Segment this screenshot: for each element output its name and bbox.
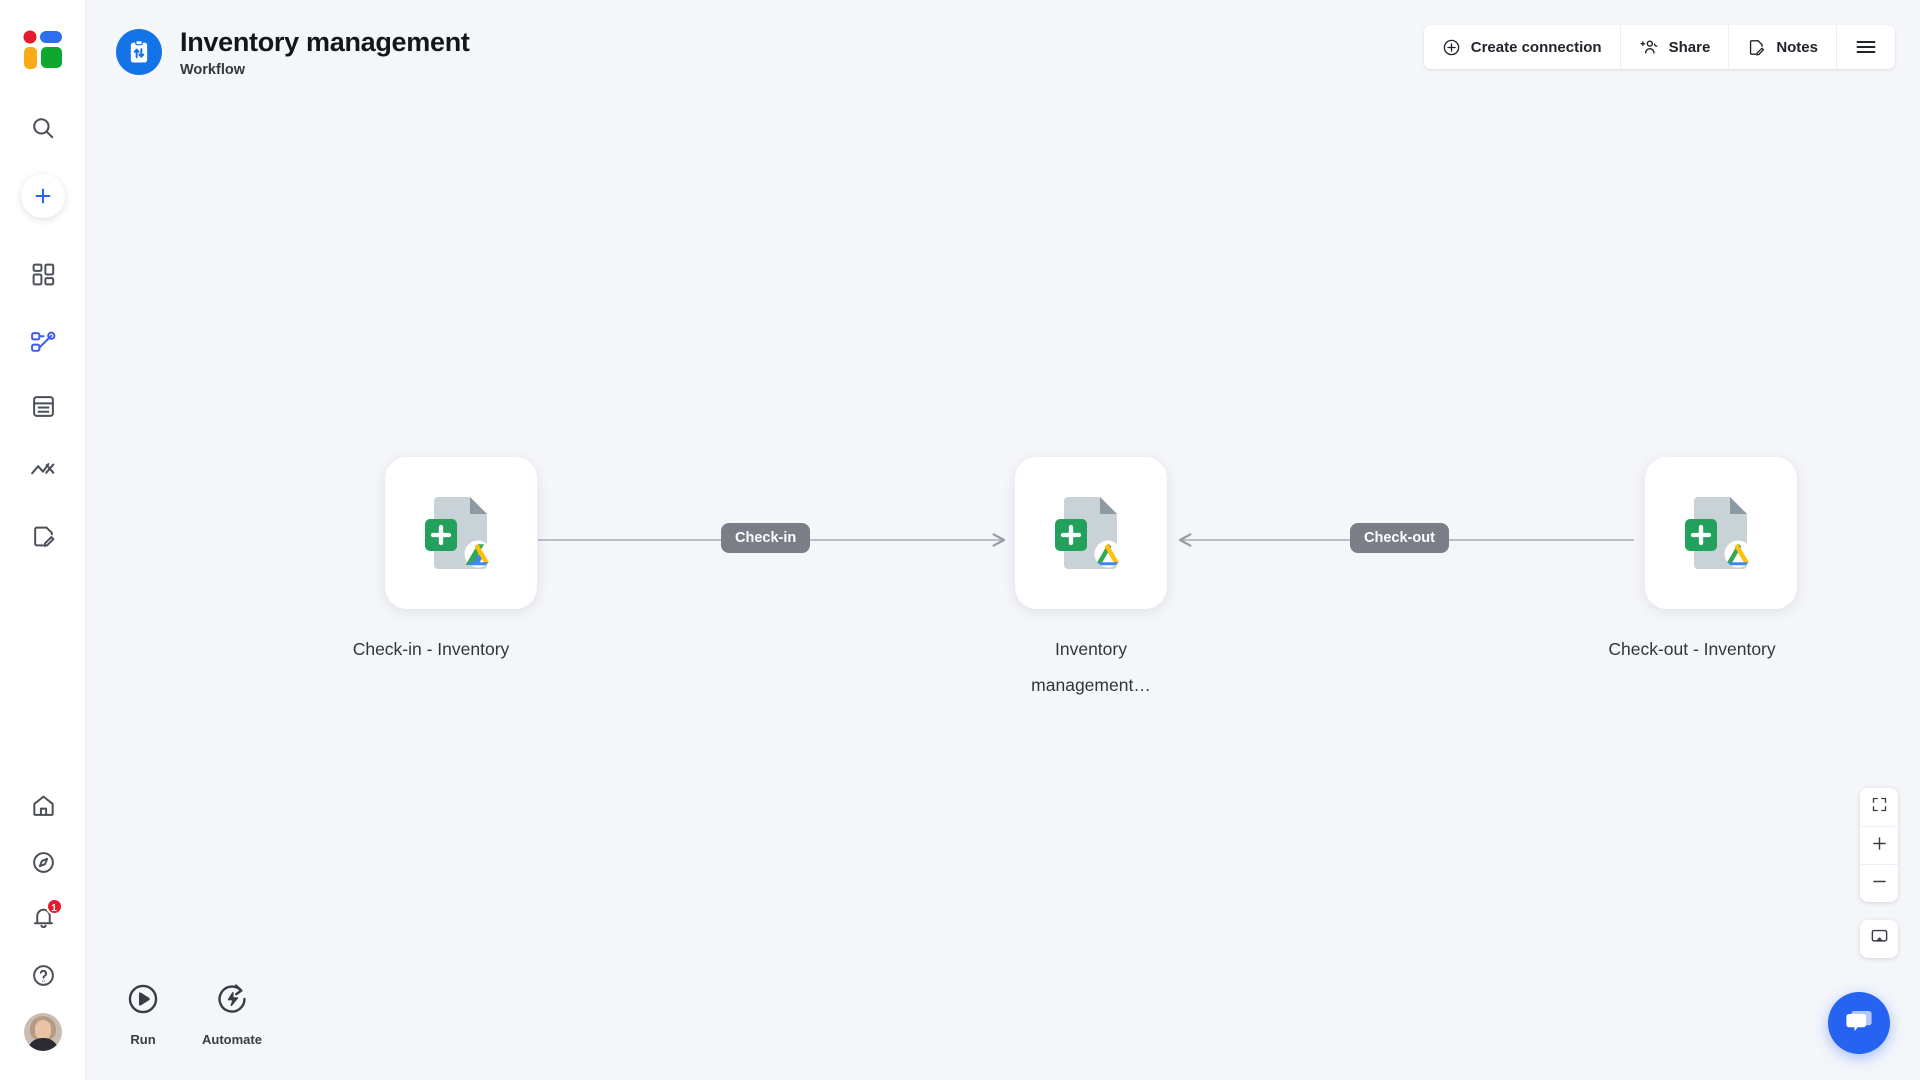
workflow-canvas[interactable]: Inventory management Workflow Create con… — [86, 0, 1920, 1080]
question-circle-icon — [31, 963, 56, 988]
plus-icon — [1871, 835, 1888, 857]
menu-button[interactable] — [1837, 25, 1895, 69]
clipboard-transfer-icon — [116, 29, 162, 75]
automate-label: Automate — [202, 1032, 262, 1047]
sidebar-item-notifications[interactable]: 1 — [0, 895, 86, 939]
sidebar-item-create[interactable] — [0, 174, 86, 218]
minus-icon — [1871, 873, 1888, 895]
canvas-zoom-controls — [1860, 788, 1898, 902]
notes-button[interactable]: Notes — [1729, 25, 1837, 69]
hamburger-menu-icon — [1854, 35, 1878, 59]
form-edit-icon — [31, 524, 56, 549]
google-sheets-drive-icon — [1669, 479, 1773, 588]
page-title: Inventory management — [180, 27, 470, 57]
plus-circle-icon — [1442, 38, 1461, 57]
app-logo[interactable] — [21, 28, 65, 72]
expand-icon — [1872, 797, 1887, 817]
run-button[interactable]: Run — [126, 982, 160, 1047]
plus-icon — [21, 174, 65, 218]
create-connection-label: Create connection — [1470, 38, 1602, 56]
zoom-in-button[interactable] — [1860, 826, 1898, 864]
notes-icon — [1747, 38, 1766, 57]
share-label: Share — [1668, 38, 1711, 56]
header-actions: Create connection Share — [1423, 25, 1895, 69]
automate-bolt-icon — [215, 982, 249, 1021]
sidebar-item-forms[interactable] — [0, 514, 86, 558]
fit-to-screen-button[interactable] — [1860, 788, 1898, 826]
node-label: Check-in - Inventory — [352, 639, 510, 659]
node-card[interactable] — [385, 457, 537, 609]
automate-button[interactable]: Automate — [202, 982, 262, 1047]
sidebar-item-reporting[interactable] — [0, 448, 86, 492]
flow-node-check-out[interactable]: Check-out - Inventory — [1608, 457, 1797, 667]
notes-label: Notes — [1776, 38, 1818, 56]
zoom-out-button[interactable] — [1860, 864, 1898, 902]
sidebar-item-help[interactable] — [0, 953, 86, 997]
search-icon — [30, 115, 56, 141]
share-button[interactable]: Share — [1621, 25, 1730, 69]
notification-badge: 1 — [45, 897, 63, 915]
sidebar-item-profile[interactable] — [0, 1010, 86, 1054]
flow-node-check-in[interactable]: Check-in - Inventory — [353, 457, 537, 667]
page-header: Inventory management Workflow — [116, 26, 470, 78]
avatar — [24, 1013, 62, 1051]
present-button[interactable] — [1860, 920, 1898, 958]
run-label: Run — [130, 1032, 156, 1047]
sidebar-item-search[interactable] — [0, 106, 86, 150]
compass-icon — [31, 850, 56, 875]
workflow-icon — [30, 329, 57, 356]
sidebar-item-explore[interactable] — [0, 840, 86, 884]
play-circle-icon — [126, 982, 160, 1021]
node-label: Check-out - Inventory — [1608, 639, 1776, 659]
create-connection-button[interactable]: Create connection — [1424, 25, 1621, 69]
edge-label-check-in[interactable]: Check-in — [721, 523, 811, 553]
present-screen-icon — [1870, 927, 1889, 951]
sidebar-item-boards[interactable] — [0, 384, 86, 428]
page-subtitle: Workflow — [180, 62, 245, 78]
share-people-icon — [1639, 37, 1659, 57]
node-card[interactable] — [1015, 457, 1167, 609]
flow-node-inventory-management[interactable]: Inventory management… — [1015, 457, 1167, 703]
node-label: Inventory management… — [1031, 639, 1151, 695]
flow-diagram: Check-in - Inventory — [86, 0, 1920, 1080]
home-icon — [31, 793, 56, 818]
edge-label-check-out[interactable]: Check-out — [1350, 523, 1449, 553]
chat-button[interactable] — [1828, 992, 1890, 1054]
google-sheets-drive-icon — [1039, 479, 1143, 588]
canvas-bottom-actions: Run Automate — [126, 982, 262, 1047]
board-icon — [31, 394, 56, 419]
sidebar-item-workflows[interactable] — [0, 320, 86, 364]
analytics-icon — [30, 457, 56, 483]
bell-icon: 1 — [31, 897, 63, 930]
apps-grid-icon — [31, 262, 56, 287]
google-sheets-drive-icon — [409, 479, 513, 588]
left-sidebar: 1 — [0, 0, 86, 1080]
node-card[interactable] — [1645, 457, 1797, 609]
chat-bubble-icon — [1843, 1005, 1875, 1042]
sidebar-item-apps[interactable] — [0, 252, 86, 296]
sidebar-item-home[interactable] — [0, 783, 86, 827]
